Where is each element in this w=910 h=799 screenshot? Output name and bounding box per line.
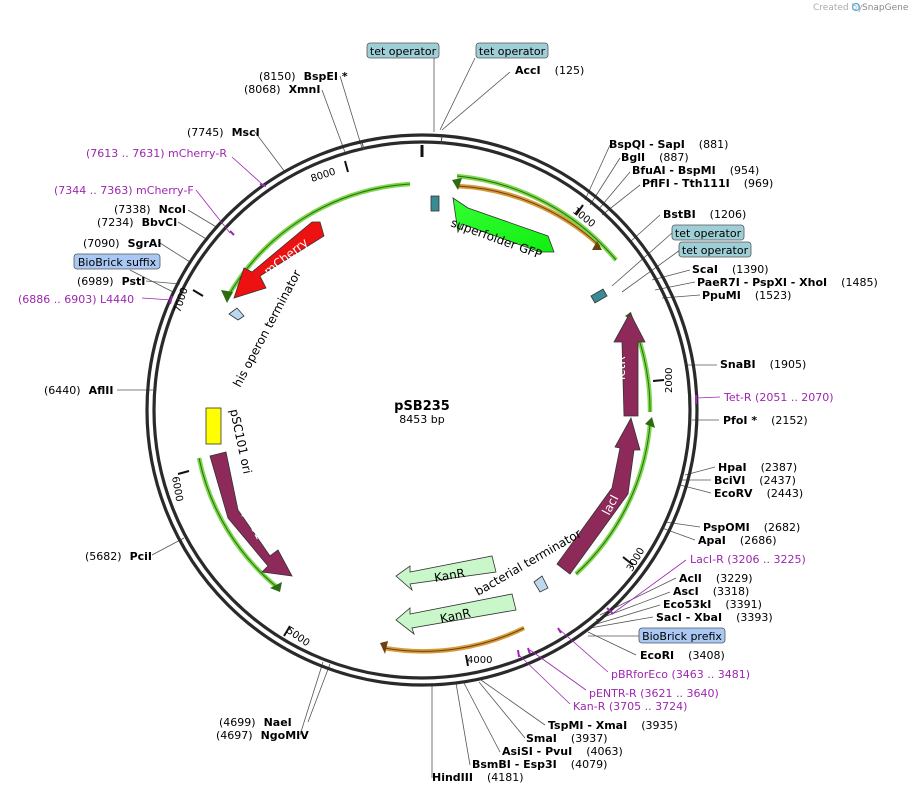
psc101-ori-block [205,407,222,445]
label-psc101-ori: pSC101 ori [227,408,254,475]
primers: (7613 .. 7631) mCherry-R (7344 .. 7363) … [18,147,834,713]
site-xmni[interactable]: (8068)XmnI [244,83,320,96]
site-bbvci[interactable]: (7234)BbvCI [97,216,177,229]
label-kanr-1: KanR [433,566,466,585]
tick-label-5000: 5000 [284,625,311,649]
site-asci[interactable]: AscI(3318) [673,585,749,598]
mcherry-arrow [233,221,325,299]
tet-operator-box-2[interactable] [475,42,549,59]
tet-operator-label-4: tet operator [682,244,749,257]
features [205,195,646,636]
site-hindiii[interactable]: HindIII(4181) [432,771,524,784]
primer-pbrforeco[interactable]: pBRforEco (3463 .. 3481) [611,668,750,681]
site-ecorv[interactable]: EcoRV(2443) [714,487,803,500]
site-pcii[interactable]: (5682)PciI [85,550,152,563]
site-ticks [361,135,443,151]
site-bcivi[interactable]: BciVI(2437) [714,474,796,487]
biobrick-suffix-box[interactable] [73,253,161,270]
tick-label-6000: 6000 [169,476,184,503]
site-bspqi-sapi[interactable]: BspQI - SapI(881) [609,138,728,151]
site-scai[interactable]: ScaI(1390) [692,263,769,276]
tick-label-8000: 8000 [310,167,338,185]
credit-brand: SnapGene [862,3,909,13]
biobrick-prefix-box[interactable] [638,627,726,644]
right-enzyme-sites: AccI(125) BspQI - SapI(881) BglI(887) Bf… [432,64,878,784]
site-bsmbi-esp3i[interactable]: BsmBI - Esp3I(4079) [472,758,607,771]
primer-kan-r[interactable]: Kan-R (3705 .. 3724) [573,700,687,713]
backbone-inner-strand [152,140,692,680]
site-acli[interactable]: AclI(3229) [679,572,752,585]
backbone-outer-strand [145,133,699,687]
site-ngomiv[interactable]: (4697)NgoMIV [216,729,309,742]
tet-operator-block-1 [430,195,440,212]
arc-kanr-orange [383,625,525,654]
site-hpai[interactable]: HpaI(2387) [718,461,797,474]
site-smai[interactable]: SmaI(3937) [526,732,607,745]
site-asisi-pvui[interactable]: AsiSI - PvuI(4063) [502,745,623,758]
primer-mcherry-r[interactable]: (7613 .. 7631) mCherry-R [86,147,227,160]
site-pspomi[interactable]: PspOMI(2682) [703,521,800,534]
site-ppumi[interactable]: PpuMI(1523) [702,289,791,302]
snapgene-logo-icon [851,2,861,12]
tick-label-4000: 4000 [467,655,492,666]
snapgene-credit: Created by SnapGene [813,2,909,13]
kanr-arrow-1 [395,555,497,592]
kanr-arrow-2 [395,593,517,636]
label-tetr: TetR [614,356,628,383]
primer-mcherry-f[interactable]: (7344 .. 7363) mCherry-F [54,184,194,197]
site-psti[interactable]: (6989)PstI [77,275,145,288]
label-mcherry: mCherry [261,235,310,278]
biobrick-prefix-label: BioBrick prefix [642,630,722,643]
tet-operator-box-1[interactable] [366,42,440,59]
site-apai[interactable]: ApaI(2686) [698,534,776,547]
primer-tet-r[interactable]: Tet-R (2051 .. 2070) [723,391,834,404]
credit-prefix: Created by [813,3,863,13]
site-ecori[interactable]: EcoRI(3408) [640,649,725,662]
primer-laci-r[interactable]: LacI-R (3206 .. 3225) [690,553,806,566]
left-enzyme-sites: (8150)BspEI * (8068)XmnI (7745)MscI (733… [44,70,348,742]
site-saci-xbai[interactable]: SacI - XbaI(3393) [656,611,773,624]
site-ncoi[interactable]: (7338)NcoI [114,203,186,216]
feature-arcs [196,173,655,654]
site-pflfi-tth111i[interactable]: PflFI - Tth111I(969) [642,177,773,190]
tet-operator-label-3: tet operator [675,227,742,240]
plasmid-name: pSB235 [394,399,450,414]
site-bspei[interactable]: (8150)BspEI * [259,70,348,83]
tet-operator-block-2 [590,288,608,304]
boxed-callouts: tet operator tet operator tet operator t… [73,42,752,644]
site-bstbi[interactable]: BstBI(1206) [663,208,746,221]
tet-operator-box-3[interactable] [671,224,745,241]
primer-pentr-r[interactable]: pENTR-R (3621 .. 3640) [589,687,719,700]
site-msci[interactable]: (7745)MscI [187,126,260,139]
bacterial-terminator-mark [533,575,549,593]
plasmid-length: 8453 bp [399,413,444,426]
tick-label-2000: 2000 [664,368,675,393]
superfolder-gfp-arrow [452,197,555,253]
tet-operator-label-2: tet operator [479,45,546,58]
site-sgrai[interactable]: (7090)SgrAI [83,237,161,250]
laci-arrow [556,416,641,575]
site-snabi[interactable]: SnaBI(1905) [720,358,806,371]
his-terminator-mark [228,307,245,321]
tetr-arrow [613,312,646,417]
site-naei[interactable]: (4699)NaeI [219,716,292,729]
backbone [145,133,699,687]
site-bfuai-bspmi[interactable]: BfuAI - BspMI(954) [632,164,759,177]
rep101-arrow [209,451,293,577]
site-tspmi-xmai[interactable]: TspMI - XmaI(3935) [548,719,678,732]
site-pfoi[interactable]: PfoI *(2152) [723,414,808,427]
biobrick-suffix-label: BioBrick suffix [78,256,157,269]
site-eco53ki[interactable]: Eco53kI(3391) [663,598,762,611]
site-aflii[interactable]: (6440)AflII [44,384,113,397]
tet-operator-label-1: tet operator [370,45,437,58]
label-kanr-2: KanR [439,606,472,626]
site-bgli[interactable]: BglI(887) [621,151,689,164]
site-paer7i-pspxi-xhoi[interactable]: PaeR7I - PspXI - XhoI(1485) [697,276,878,289]
tet-operator-box-4[interactable] [678,241,752,258]
primer-l4440[interactable]: (6886 .. 6903) L4440 [18,293,134,306]
site-acci[interactable]: AccI(125) [515,64,584,77]
